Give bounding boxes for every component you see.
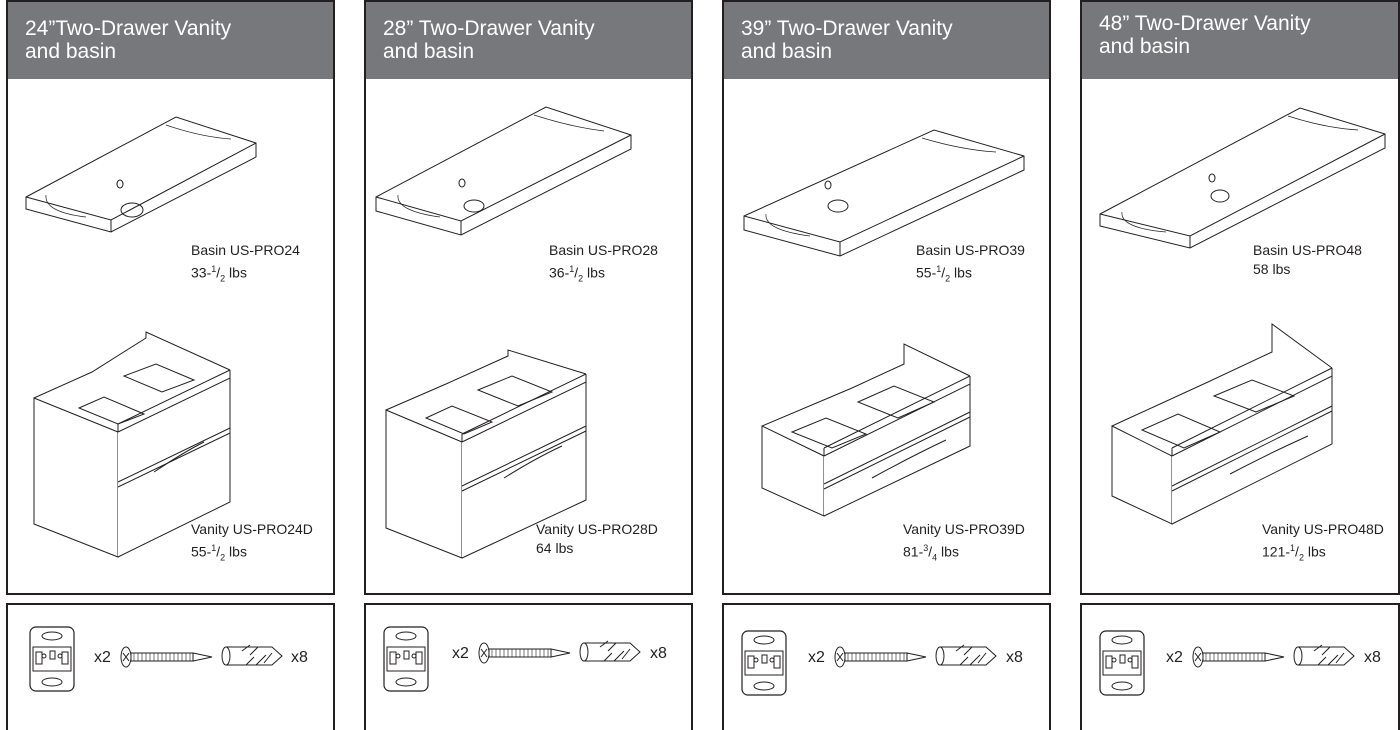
panel-title-line1: 24”Two-Drawer Vanity: [25, 17, 232, 40]
screw-icon: [120, 646, 213, 668]
vanity-illustration: [1111, 323, 1333, 525]
screw-icon: [1192, 646, 1285, 668]
basin-label: Basin US-PRO48 58 lbs: [1253, 241, 1362, 279]
basin-label: Basin US-PRO28 36-1/2 lbs: [549, 241, 658, 288]
hardware-panel: x2 x8: [722, 603, 1051, 730]
screw-quantity: x8: [291, 649, 308, 666]
wall-anchor-icon: [221, 644, 283, 666]
vanity-label: Vanity US-PRO28D 64 lbs: [536, 520, 658, 558]
panel-header: 39” Two-Drawer Vanity and basin: [724, 2, 1049, 79]
screw-icon: [834, 646, 927, 668]
vanity-label: Vanity US-PRO48D 121-1/2 lbs: [1262, 520, 1384, 567]
screw-quantity: x8: [1364, 649, 1381, 666]
panel-header: 24”Two-Drawer Vanity and basin: [8, 2, 333, 79]
mounting-bracket-icon: [29, 626, 75, 692]
bracket-quantity: x2: [94, 649, 111, 666]
product-panel: 28” Two-Drawer Vanity and basin Basin US…: [364, 0, 693, 595]
panel-title-line1: 39” Two-Drawer Vanity: [741, 17, 953, 40]
bracket-quantity: x2: [452, 645, 469, 662]
hardware-panel: x2 x8: [364, 603, 693, 730]
wall-anchor-icon: [1293, 644, 1355, 666]
vanity-model: Vanity US-PRO48D: [1262, 521, 1384, 537]
mounting-bracket-icon: [741, 630, 787, 696]
panel-title-line2: and basin: [25, 40, 117, 63]
basin-weight: 58 lbs: [1253, 261, 1291, 277]
basin-label: Basin US-PRO24 33-1/2 lbs: [191, 241, 300, 288]
vanity-weight: 64 lbs: [536, 540, 574, 556]
vanity-illustration: [385, 349, 587, 559]
basin-illustration: [25, 116, 257, 233]
basin-weight: 36-1/2 lbs: [549, 264, 605, 284]
bracket-quantity: x2: [1166, 649, 1183, 666]
vanity-model: Vanity US-PRO39D: [903, 521, 1025, 537]
screw-icon: [478, 642, 571, 664]
panel-title-line2: and basin: [741, 40, 833, 63]
basin-model: Basin US-PRO28: [549, 242, 658, 258]
basin-model: Basin US-PRO48: [1253, 242, 1362, 258]
panel-header: 28” Two-Drawer Vanity and basin: [366, 2, 691, 79]
product-panel: 48” Two-Drawer Vanity and basin Basin US…: [1080, 0, 1400, 595]
vanity-model: Vanity US-PRO28D: [536, 521, 658, 537]
bracket-quantity: x2: [808, 649, 825, 666]
basin-weight: 33-1/2 lbs: [191, 264, 247, 284]
basin-illustration: [1099, 107, 1386, 249]
vanity-weight: 121-1/2 lbs: [1262, 543, 1326, 563]
panel-title-line1: 28” Two-Drawer Vanity: [383, 17, 595, 40]
panel-header: 48” Two-Drawer Vanity and basin: [1082, 2, 1398, 79]
product-panel: 24”Two-Drawer Vanity and basin Basin US-…: [6, 0, 335, 595]
wall-anchor-icon: [579, 640, 641, 662]
basin-label: Basin US-PRO39 55-1/2 lbs: [916, 241, 1025, 288]
basin-illustration: [375, 106, 632, 236]
vanity-illustration: [761, 343, 971, 517]
vanity-label: Vanity US-PRO24D 55-1/2 lbs: [191, 520, 313, 567]
hardware-panel: x2 x8: [1080, 603, 1400, 730]
mounting-bracket-icon: [383, 626, 429, 692]
panel-title-line1: 48” Two-Drawer Vanity: [1099, 12, 1311, 35]
vanity-illustration: [33, 331, 231, 558]
vanity-label: Vanity US-PRO39D 81-3/4 lbs: [903, 520, 1025, 567]
vanity-weight: 81-3/4 lbs: [903, 543, 959, 563]
screw-quantity: x8: [650, 645, 667, 662]
basin-model: Basin US-PRO39: [916, 242, 1025, 258]
basin-illustration: [743, 129, 1025, 257]
product-panel: 39” Two-Drawer Vanity and basin Basin US…: [722, 0, 1051, 595]
wall-anchor-icon: [935, 644, 997, 666]
mounting-bracket-icon: [1099, 630, 1145, 696]
vanity-model: Vanity US-PRO24D: [191, 521, 313, 537]
screw-quantity: x8: [1006, 649, 1023, 666]
basin-weight: 55-1/2 lbs: [916, 264, 972, 284]
panel-title-line2: and basin: [1099, 35, 1191, 58]
basin-model: Basin US-PRO24: [191, 242, 300, 258]
hardware-panel: x2 x8: [6, 603, 335, 730]
vanity-weight: 55-1/2 lbs: [191, 543, 247, 563]
panel-title-line2: and basin: [383, 40, 475, 63]
